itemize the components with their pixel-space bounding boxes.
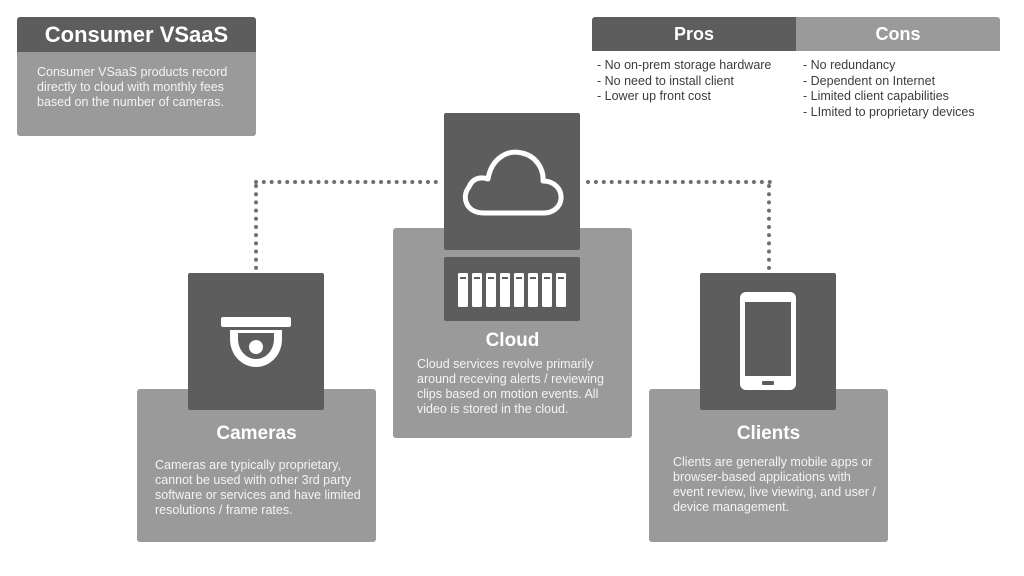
pros-heading: Pros bbox=[592, 17, 796, 51]
connector-right-vertical bbox=[767, 184, 771, 270]
cons-list: - No redundancy - Dependent on Internet … bbox=[803, 58, 1003, 120]
cons-heading: Cons bbox=[796, 17, 1000, 51]
cameras-title: Cameras bbox=[216, 423, 297, 444]
tablet-icon bbox=[740, 292, 796, 390]
connector-left-horizontal bbox=[254, 180, 438, 184]
cons-item: - LImited to proprietary devices bbox=[803, 104, 975, 119]
cloud-icon bbox=[462, 149, 564, 216]
dome-camera-icon bbox=[221, 317, 291, 367]
pros-item: - No need to install client bbox=[597, 73, 734, 88]
cameras-card bbox=[137, 389, 376, 542]
cameras-description: Cameras are typically proprietary, canno… bbox=[155, 458, 361, 517]
server-rack-icon bbox=[458, 273, 566, 307]
server-icon-box bbox=[444, 257, 580, 321]
cons-item: - No redundancy bbox=[803, 58, 896, 72]
cloud-description: Cloud services revolve primarily around … bbox=[417, 357, 604, 416]
connector-right-horizontal bbox=[586, 180, 772, 184]
cloud-title: Cloud bbox=[485, 330, 540, 351]
clients-card bbox=[649, 389, 888, 542]
clients-icon-box bbox=[700, 273, 836, 410]
cons-item: - Limited client capabilities bbox=[803, 89, 949, 103]
cloud-icon-box bbox=[444, 113, 580, 250]
title-heading: Consumer VSaaS bbox=[17, 17, 256, 52]
connector-left-vertical bbox=[254, 184, 258, 270]
pros-list: - No on-prem storage hardware - No need … bbox=[597, 58, 797, 105]
pros-item: - Lower up front cost bbox=[597, 89, 711, 103]
pros-item: - No on-prem storage hardware bbox=[597, 58, 772, 72]
clients-description: Clients are generally mobile apps or bro… bbox=[673, 455, 876, 514]
clients-title: Clients bbox=[736, 423, 801, 444]
cons-item: - Dependent on Internet bbox=[803, 73, 936, 88]
title-description: Consumer VSaaS products record directly … bbox=[17, 52, 256, 136]
cameras-icon-box bbox=[188, 273, 324, 410]
